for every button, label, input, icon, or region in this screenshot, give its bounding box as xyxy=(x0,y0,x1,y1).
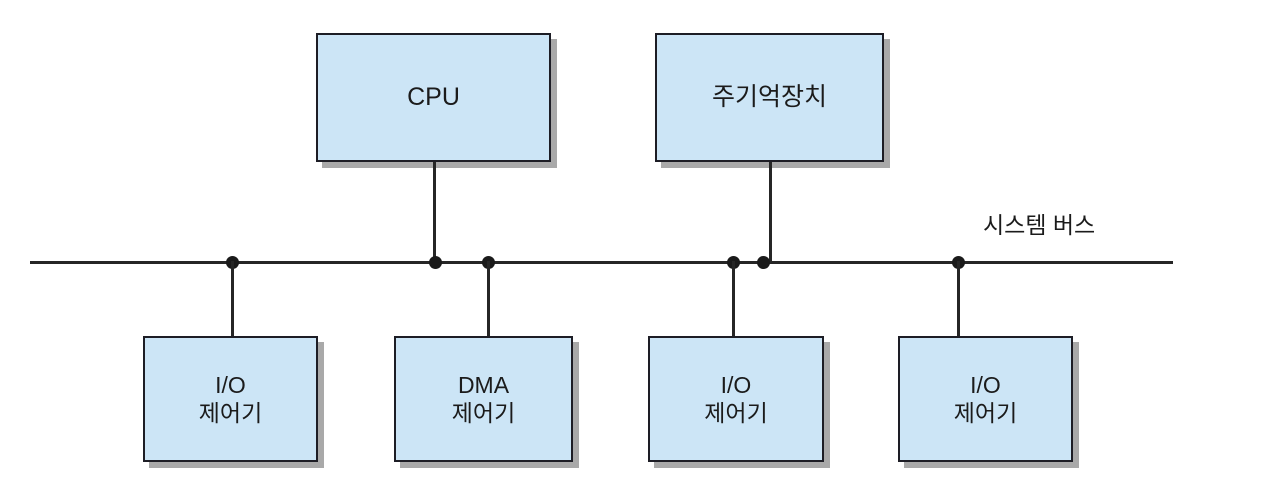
bus-label: 시스템 버스 xyxy=(983,212,1096,238)
connector-main-memory-to-bus xyxy=(769,162,772,263)
node-main-memory[interactable]: 주기억장치 xyxy=(655,33,884,162)
node-main-memory-label-line1: 주기억장치 xyxy=(711,83,827,112)
node-io-controller-3[interactable]: I/O 제어기 xyxy=(898,336,1073,462)
bus-dot-main-memory xyxy=(757,256,770,269)
connector-bus-to-dma-controller xyxy=(487,261,490,337)
node-io-controller-1[interactable]: I/O 제어기 xyxy=(143,336,318,462)
node-dma-controller[interactable]: DMA 제어기 xyxy=(394,336,573,462)
connector-bus-to-io-controller-2 xyxy=(732,261,735,337)
node-dma-controller-label-line2: 제어기 xyxy=(451,400,516,426)
node-io-controller-2[interactable]: I/O 제어기 xyxy=(648,336,824,462)
node-io-controller-3-label-line2: 제어기 xyxy=(953,400,1018,426)
system-bus-line[interactable] xyxy=(30,261,1173,264)
node-io-controller-3-label-line1: I/O xyxy=(970,371,1001,398)
node-cpu-label-line1: CPU xyxy=(407,83,460,112)
connector-bus-to-io-controller-3 xyxy=(957,261,960,337)
bus-dot-cpu xyxy=(429,256,442,269)
node-cpu[interactable]: CPU xyxy=(316,33,551,162)
connector-cpu-to-bus xyxy=(433,162,436,263)
node-io-controller-1-label-line1: I/O xyxy=(215,371,246,398)
node-io-controller-2-label-line1: I/O xyxy=(720,371,752,398)
node-dma-controller-label-line1: DMA xyxy=(457,371,510,398)
connector-bus-to-io-controller-1 xyxy=(231,261,234,337)
node-io-controller-2-label-line2: 제어기 xyxy=(704,400,768,426)
node-io-controller-1-label-line2: 제어기 xyxy=(198,400,263,426)
